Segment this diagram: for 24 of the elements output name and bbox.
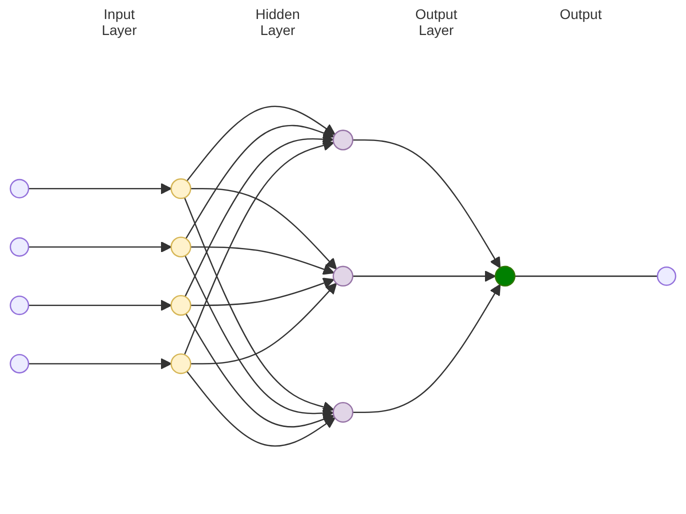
arrow: [190, 188, 337, 270]
arrow: [352, 139, 501, 268]
arrow: [190, 277, 334, 306]
arrow: [185, 313, 334, 428]
arrow: [184, 140, 334, 355]
arrow: [28, 299, 172, 311]
arrow: [184, 197, 334, 412]
arrow: [28, 358, 172, 370]
arrow: [28, 241, 172, 253]
arrow: [190, 282, 337, 364]
connector: [514, 275, 658, 277]
layer-label: Output: [560, 6, 602, 24]
arrow: [352, 270, 496, 282]
arrow: [186, 370, 336, 446]
arrow: [184, 255, 334, 419]
arrow: [190, 246, 334, 275]
layer-label: Hidden Layer: [254, 6, 301, 40]
layer-label: Input Layer: [100, 6, 138, 40]
arrow: [185, 124, 334, 239]
arrow: [184, 133, 334, 297]
arrow: [352, 284, 501, 413]
layer-label: Output Layer: [414, 6, 458, 40]
arrow: [28, 182, 172, 194]
arrow: [186, 106, 336, 182]
